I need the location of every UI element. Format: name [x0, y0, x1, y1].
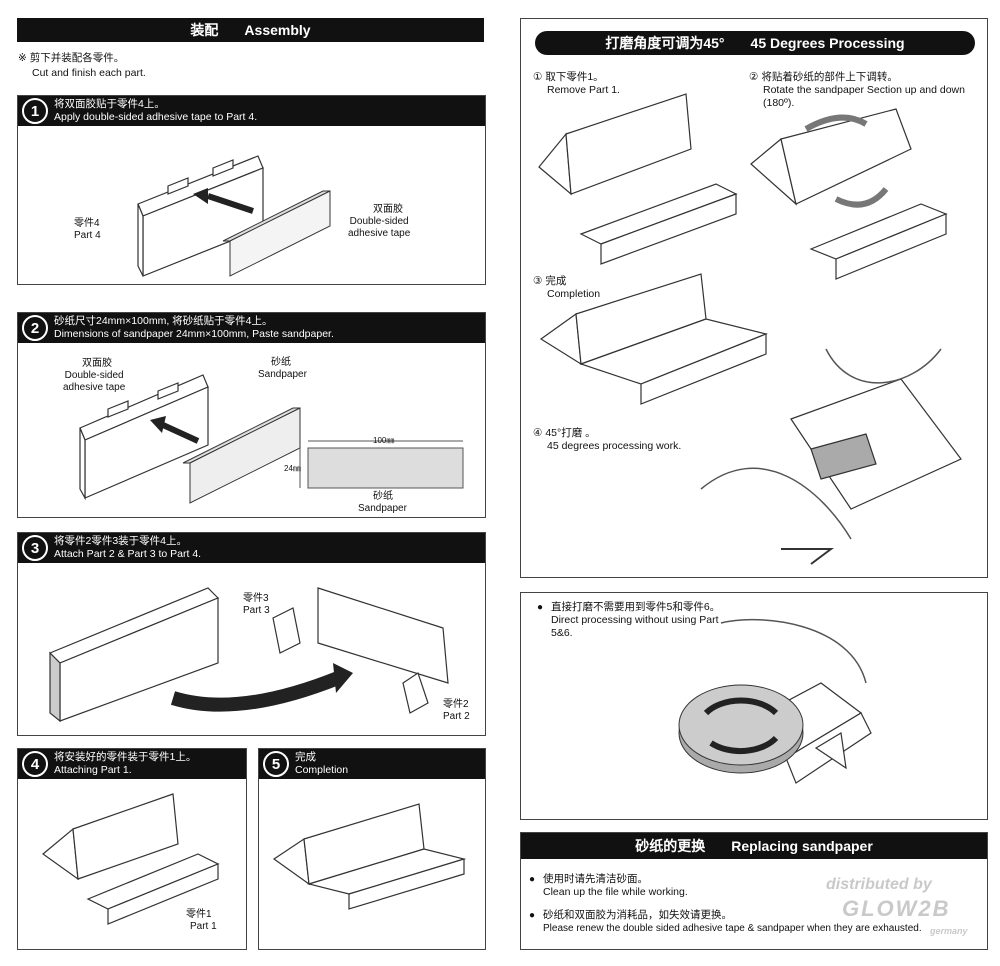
step-3-part3-cn: 零件3: [243, 593, 269, 604]
direct-processing-panel: 直接打磨不需要用到零件5和零件6。 Direct processing with…: [520, 592, 988, 820]
assembly-intro-en: Cut and finish each part.: [32, 67, 146, 79]
replacing-title-en: Replacing sandpaper: [731, 838, 873, 854]
step-1-text-en: Apply double-sided adhesive tape to Part…: [54, 111, 258, 123]
step-4-text-cn: 将安装好的零件装于零件1上。: [54, 751, 197, 763]
processing-item-3: ③ 完成 Completion: [533, 275, 600, 301]
step-4-header: 4 将安装好的零件装于零件1上。 Attaching Part 1.: [18, 749, 246, 779]
step-3-panel: 3 将零件2零件3装于零件4上。 Attach Part 2 & Part 3 …: [17, 532, 486, 736]
processing-item-1-cn: 取下零件1。: [545, 71, 604, 83]
processing-title-cn: 打磨角度可调为45°: [605, 35, 725, 51]
step-3-part2-cn: 零件2: [443, 699, 469, 710]
assembly-title-en: Assembly: [244, 22, 311, 38]
replacing-item-2: 砂纸和双面胶为消耗品，如失效请更换。 Please renew the doub…: [529, 909, 973, 935]
step-2-number: 2: [22, 315, 48, 341]
step-1-part4-cn: 零件4: [74, 218, 100, 229]
step-3-header: 3 将零件2零件3装于零件4上。 Attach Part 2 & Part 3 …: [18, 533, 485, 563]
step-2-sand2-cn: 砂纸: [373, 491, 393, 502]
watermark-line1: distributed by: [826, 876, 932, 893]
step-1-tape-en: Double-sided adhesive tape: [348, 216, 411, 239]
step-2-text-en: Dimensions of sandpaper 24mm×100mm, Past…: [54, 328, 334, 340]
step-2-sand-cn: 砂纸: [271, 357, 291, 368]
step-5-number: 5: [263, 751, 289, 777]
step-2-dim-height: 24㎜: [284, 464, 301, 473]
direct-processing-illustration: [678, 618, 872, 784]
replacing-header: 砂纸的更换 Replacing sandpaper: [521, 833, 987, 859]
replacing-item-1: 使用时请先清洁砂面。 Clean up the file while worki…: [529, 873, 688, 899]
processing-header: 打磨角度可调为45° 45 Degrees Processing: [535, 31, 975, 55]
replacing-item-2-en: Please renew the double sided adhesive t…: [543, 923, 922, 934]
step-3-illustration: [48, 587, 449, 723]
processing-item-4-cn: 45°打磨 。: [545, 427, 596, 439]
step-3-part2-en: Part 2: [443, 711, 470, 722]
replacing-title-cn: 砂纸的更换: [635, 838, 706, 854]
step-1-text-cn: 将双面胶贴于零件4上。: [54, 98, 165, 110]
step-3-text-en: Attach Part 2 & Part 3 to Part 4.: [54, 548, 202, 560]
step-4-part1-cn: 零件1: [186, 909, 212, 920]
step-2-panel: 2 砂纸尺寸24mm×100mm, 将砂纸贴于零件4上。 Dimensions …: [17, 312, 486, 518]
direct-processing-en: Direct processing without using Part 5&6…: [551, 614, 719, 639]
step-5-header: 5 完成 Completion: [259, 749, 485, 779]
step-5-text-en: Completion: [295, 764, 349, 776]
step-2-illustration: [79, 374, 464, 504]
step-1-illustration: [137, 155, 331, 277]
step-4-illustration: [42, 793, 220, 925]
replacing-item-1-cn: 使用时请先清洁砂面。: [543, 873, 648, 885]
step-3-number: 3: [22, 535, 48, 561]
step-2-sand-en: Sandpaper: [258, 369, 307, 380]
step-4-part1-en: Part 1: [190, 921, 217, 932]
processing-item-3-marker: ③: [533, 275, 543, 287]
step-1-part4-en: Part 4: [74, 230, 101, 241]
processing-item-2-marker: ②: [749, 71, 759, 83]
step-5-panel: 5 完成 Completion: [258, 748, 486, 950]
replacing-item-1-en: Clean up the file while working.: [543, 886, 688, 898]
direct-processing-cn: 直接打磨不需要用到零件5和零件6。: [551, 601, 721, 613]
processing-item-3-cn: 完成: [545, 275, 567, 287]
step-1-tape-cn: 双面胶: [373, 204, 403, 215]
step-1-panel: 1 将双面胶贴于零件4上。 Apply double-sided adhesiv…: [17, 95, 486, 285]
step-4-panel: 4 将安装好的零件装于零件1上。 Attaching Part 1. 零件1 P…: [17, 748, 247, 950]
processing-item-4: ④ 45°打磨 。 45 degrees processing work.: [533, 427, 681, 453]
step-3-part3-en: Part 3: [243, 605, 270, 616]
processing-item-3-en: Completion: [547, 288, 601, 300]
replacing-item-2-cn: 砂纸和双面胶为消耗品，如失效请更换。: [543, 909, 732, 921]
processing-item-2-cn: 将贴着砂纸的部件上下调转。: [761, 71, 898, 83]
step-3-text-cn: 将零件2零件3装于零件4上。: [54, 535, 188, 547]
step-2-tape-cn: 双面胶: [82, 358, 112, 369]
step-4-number: 4: [22, 751, 48, 777]
processing-panel: 打磨角度可调为45° 45 Degrees Processing ① 取下零件1…: [520, 18, 988, 578]
processing-item-1-en: Remove Part 1.: [547, 84, 620, 96]
processing-illustrations: [538, 93, 962, 565]
processing-item-4-marker: ④: [533, 427, 543, 439]
step-2-dim-width: 100㎜: [373, 436, 395, 445]
processing-item-2-en: Rotate the sandpaper Section up and down…: [763, 84, 965, 109]
direct-processing-text: 直接打磨不需要用到零件5和零件6。 Direct processing with…: [537, 601, 721, 640]
step-4-text-en: Attaching Part 1.: [54, 764, 132, 776]
assembly-intro-cn: ※ 剪下并装配各零件。: [18, 52, 125, 64]
processing-item-1-marker: ①: [533, 71, 543, 83]
step-5-illustration: [272, 803, 467, 910]
replacing-panel: 砂纸的更换 Replacing sandpaper 使用时请先清洁砂面。 Cle…: [520, 832, 988, 950]
processing-item-4-en: 45 degrees processing work.: [547, 440, 682, 452]
watermark-line2: GLOW2B: [842, 896, 951, 921]
step-1-header: 1 将双面胶贴于零件4上。 Apply double-sided adhesiv…: [18, 96, 485, 126]
assembly-header: 装配 Assembly: [17, 18, 484, 42]
watermark-line3: germany: [930, 926, 968, 936]
assembly-title-cn: 装配: [190, 22, 219, 38]
processing-item-2: ② 将贴着砂纸的部件上下调转。 Rotate the sandpaper Sec…: [749, 71, 979, 110]
step-2-tape-en: Double-sided adhesive tape: [63, 370, 126, 393]
step-2-sand2-en: Sandpaper: [358, 503, 407, 514]
step-1-number: 1: [22, 98, 48, 124]
step-2-header: 2 砂纸尺寸24mm×100mm, 将砂纸贴于零件4上。 Dimensions …: [18, 313, 485, 343]
step-5-text-cn: 完成: [295, 751, 316, 763]
processing-item-1: ① 取下零件1。 Remove Part 1.: [533, 71, 620, 97]
processing-title-en: 45 Degrees Processing: [750, 35, 905, 51]
step-2-text-cn: 砂纸尺寸24mm×100mm, 将砂纸贴于零件4上。: [54, 315, 273, 327]
